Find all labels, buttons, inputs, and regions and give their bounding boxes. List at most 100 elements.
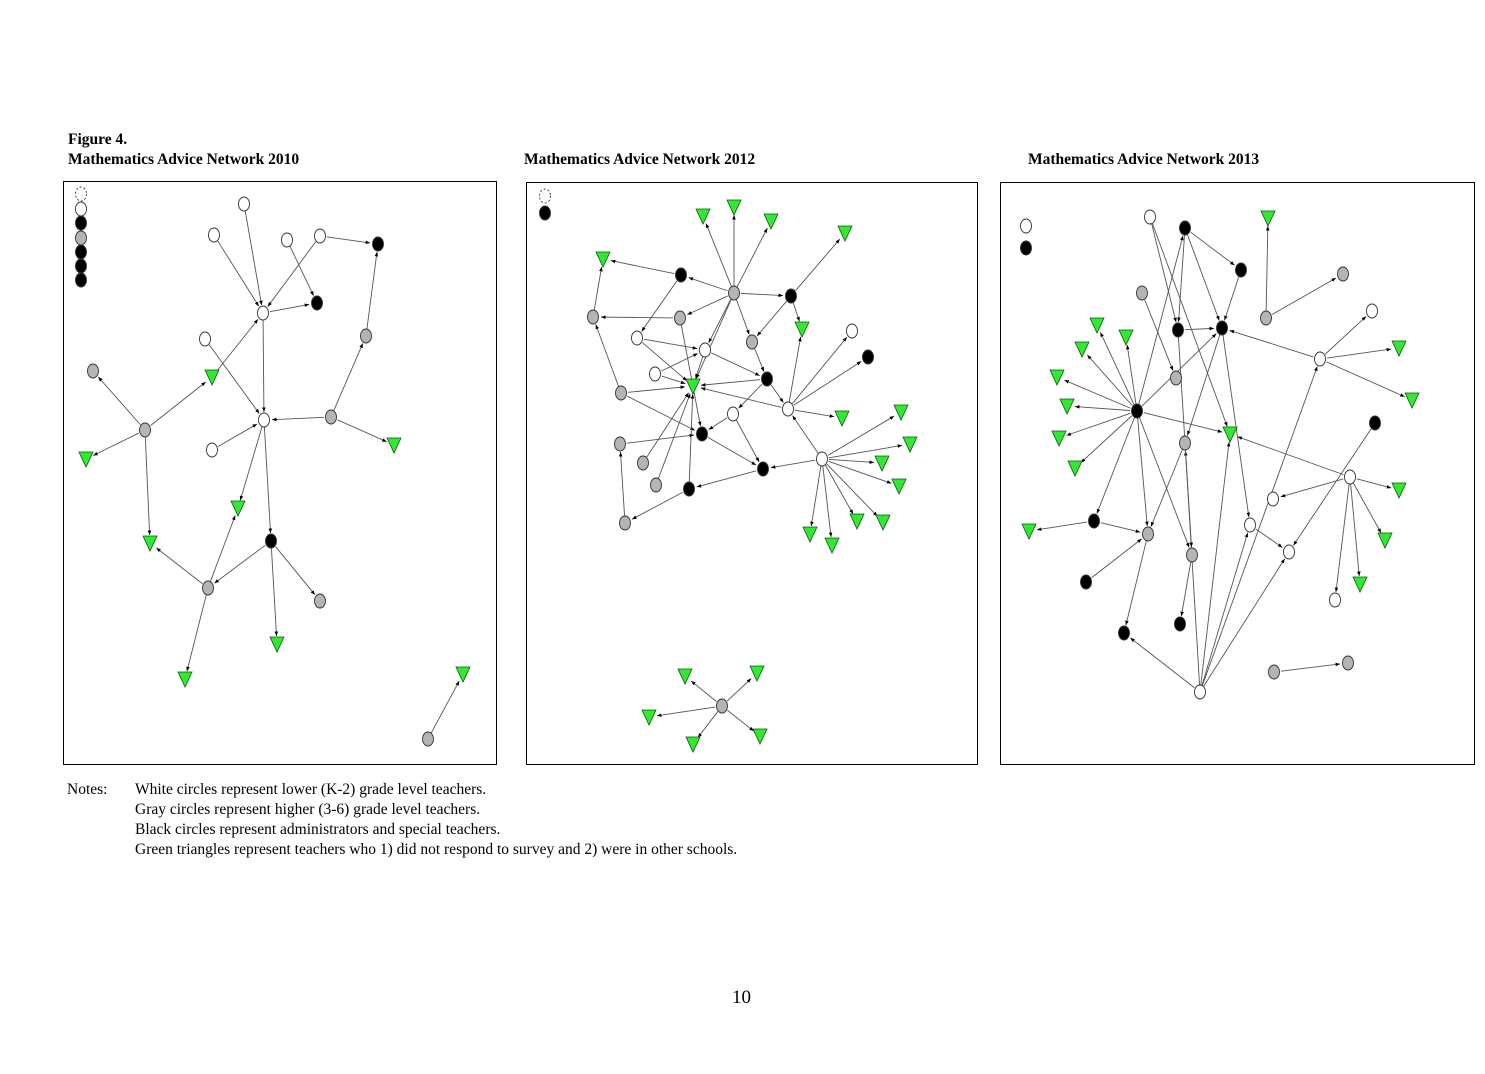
- advice-edge: [756, 301, 787, 337]
- advice-edge: [1099, 332, 1135, 405]
- advice-edge: [1237, 436, 1344, 476]
- advice-edge: [700, 387, 782, 408]
- other-teacher-triangle-node: [1391, 340, 1407, 357]
- other-teacher-triangle-node: [726, 199, 742, 216]
- advice-edge: [1100, 522, 1141, 533]
- higher-grade-teacher-node: [1337, 266, 1349, 282]
- advice-edge: [430, 680, 460, 734]
- advice-edge: [1201, 532, 1249, 686]
- advice-edge: [1130, 637, 1195, 689]
- advice-edge: [695, 356, 704, 379]
- lower-grade-teacher-node: [1194, 684, 1206, 700]
- advice-edge: [267, 241, 317, 307]
- higher-grade-teacher-node: [619, 515, 631, 531]
- other-teacher-triangle-node: [749, 665, 765, 682]
- other-teacher-triangle-node: [875, 514, 891, 531]
- advice-edge: [1293, 428, 1372, 546]
- advice-edge: [1265, 225, 1270, 312]
- notes-label: Notes:: [67, 781, 108, 798]
- administrator-node: [1369, 415, 1381, 431]
- advice-edge: [727, 709, 754, 732]
- other-teacher-triangle-node: [1059, 398, 1075, 415]
- lower-grade-teacher-node: [649, 366, 661, 382]
- administrator-node: [862, 349, 874, 365]
- advice-edge: [1036, 521, 1088, 531]
- other-teacher-triangle-node: [455, 666, 471, 683]
- other-teacher-triangle-node: [1021, 523, 1037, 540]
- lower-grade-teacher-node: [238, 196, 250, 212]
- advice-edge: [688, 277, 728, 292]
- other-teacher-triangle-node: [1377, 532, 1393, 549]
- figure-label: Figure 4.: [68, 131, 128, 148]
- advice-edge: [643, 338, 698, 350]
- advice-edge: [1200, 441, 1231, 686]
- lower-grade-teacher-node: [699, 342, 711, 358]
- advice-edge: [1096, 417, 1135, 514]
- advice-edge: [825, 464, 854, 515]
- advice-edge: [658, 393, 691, 479]
- advice-edge: [827, 415, 895, 456]
- lower-grade-teacher-node: [1144, 209, 1156, 225]
- advice-edge: [1201, 366, 1318, 686]
- advice-edge: [1229, 329, 1314, 358]
- higher-grade-teacher-node: [422, 731, 434, 747]
- advice-edge: [263, 426, 273, 534]
- lower-grade-teacher-node: [1366, 303, 1378, 319]
- advice-edge: [600, 315, 674, 319]
- other-teacher-triangle-node: [893, 404, 909, 421]
- advice-edge: [735, 419, 760, 463]
- advice-edge: [754, 348, 765, 372]
- higher-grade-teacher-node: [746, 334, 758, 350]
- advice-edge: [1224, 276, 1240, 321]
- other-teacher-triangle-node: [802, 526, 818, 543]
- advice-edge: [156, 547, 203, 585]
- panel-title-2012: Mathematics Advice Network 2012: [524, 151, 756, 168]
- advice-edge: [708, 299, 732, 344]
- other-teacher-triangle-node: [824, 537, 840, 554]
- advice-edge: [735, 299, 750, 335]
- advice-edge: [1280, 662, 1341, 672]
- administrator-node: [675, 267, 687, 283]
- advice-edge: [1180, 561, 1192, 617]
- advice-edge: [740, 292, 784, 298]
- advice-edge: [210, 515, 236, 582]
- advice-edge: [593, 266, 603, 311]
- lower-grade-teacher-node: [846, 323, 858, 339]
- higher-grade-teacher-node: [1170, 370, 1182, 386]
- note-white: White circles represent lower (K-2) grad…: [135, 781, 487, 798]
- lower-grade-teacher-node: [1244, 517, 1256, 533]
- advice-edge: [641, 280, 678, 332]
- advice-edge: [1086, 354, 1133, 407]
- higher-grade-teacher-node: [75, 230, 87, 246]
- administrator-node: [1118, 625, 1130, 641]
- advice-edge: [1350, 483, 1361, 577]
- advice-edge: [239, 426, 263, 501]
- higher-grade-teacher-node: [587, 309, 599, 325]
- advice-edge: [1190, 231, 1235, 266]
- advice-edge: [92, 432, 139, 456]
- advice-edge: [627, 385, 686, 393]
- other-teacher-triangle-node: [837, 225, 853, 242]
- note-green: Green triangles represent teachers who 1…: [135, 841, 738, 858]
- advice-edge: [1356, 478, 1392, 489]
- advice-edge: [1222, 334, 1251, 518]
- advice-edge: [1187, 234, 1220, 321]
- other-teacher-triangle-node: [386, 437, 402, 454]
- higher-grade-teacher-node: [1186, 547, 1198, 563]
- lower-grade-teacher-node: [1314, 351, 1326, 367]
- other-teacher-triangle-node: [685, 736, 701, 753]
- advice-edge: [661, 353, 698, 372]
- administrator-node: [1080, 574, 1092, 590]
- administrator-node: [372, 236, 384, 252]
- lower-grade-teacher-node: [314, 228, 326, 244]
- other-teacher-triangle-node: [1404, 392, 1420, 409]
- advice-edge: [1326, 361, 1405, 398]
- advice-edge: [642, 342, 688, 382]
- lower-grade-teacher-node: [208, 227, 220, 243]
- advice-edge: [1177, 234, 1185, 323]
- administrator-node: [265, 533, 277, 549]
- lower-grade-teacher-node: [258, 412, 270, 428]
- advice-edge: [1137, 417, 1149, 527]
- advice-edge: [1091, 538, 1142, 579]
- advice-edge: [1280, 478, 1344, 498]
